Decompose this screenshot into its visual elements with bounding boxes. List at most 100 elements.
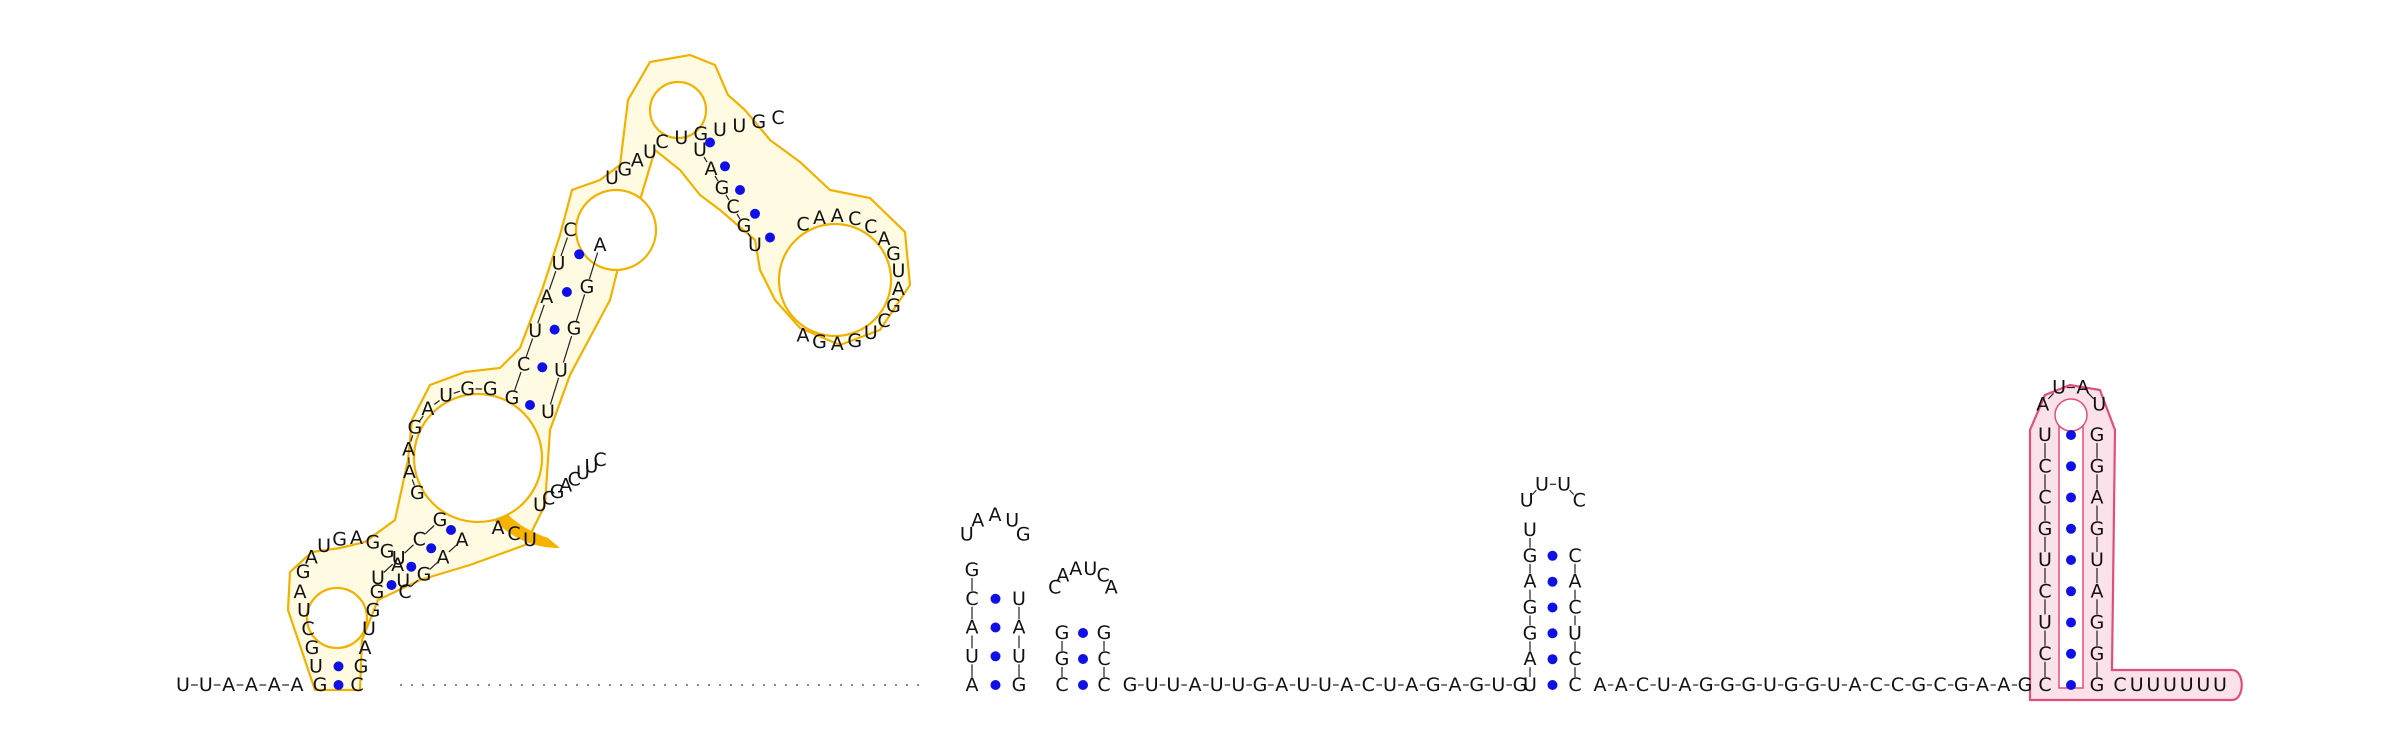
base-pair-dot xyxy=(386,580,397,590)
trailer-nt: U xyxy=(2146,674,2160,696)
domain-1-internal-loop xyxy=(574,188,658,272)
stem3-right-nt: A xyxy=(456,529,469,551)
stem1-left-nt: C xyxy=(301,618,314,640)
backbone-link xyxy=(2087,392,2095,400)
tail-sequence-nt: A xyxy=(1849,674,1862,696)
tail-sequence-nt: U xyxy=(1657,674,1671,696)
tail-sequence-nt: G xyxy=(2018,674,2033,696)
strand-b-nt: U xyxy=(643,141,657,163)
stem-right-5-nt: U xyxy=(732,115,746,137)
stem-right-3-nt: C xyxy=(726,196,739,218)
mid-sequence-nt: G xyxy=(1513,674,1528,696)
loop-right-nt: C xyxy=(796,214,809,236)
tail-sequence-nt: G xyxy=(1954,674,1969,696)
backbone-link xyxy=(714,175,719,182)
stem-right-3-nt: G xyxy=(715,177,730,199)
backbone-link xyxy=(548,271,557,290)
stem1-left-nt: U xyxy=(309,655,323,677)
stem4-right-nt: A xyxy=(594,234,607,256)
strand-c-nt: A xyxy=(559,475,572,497)
stem1-right-nt: A xyxy=(359,637,372,659)
stem3-left-nt: U xyxy=(371,567,385,589)
backbone-link xyxy=(747,232,752,239)
base-pair-dot xyxy=(705,137,715,148)
base-pair-dot xyxy=(990,680,1001,690)
loop-right-nt: C xyxy=(877,310,890,332)
hairpin2-loop-nt: A xyxy=(1069,558,1082,580)
base-pair-dot xyxy=(537,362,548,373)
stem3-right-nt: A xyxy=(437,546,450,568)
tail-sequence-nt: U xyxy=(1763,674,1777,696)
terminator-inner xyxy=(2058,419,2084,689)
base-pair-dot xyxy=(1547,602,1558,613)
hairpin3-left-nt: U xyxy=(1523,519,1537,541)
stem4-left-nt: U xyxy=(551,253,565,275)
leader-nt: A xyxy=(291,674,304,696)
backbone-link xyxy=(448,544,457,553)
backbone-link xyxy=(433,400,440,405)
base-pair-dot xyxy=(1547,550,1558,561)
stem1-right-nt: G xyxy=(354,655,369,677)
hairpin1-left-nt: A xyxy=(966,674,979,696)
tail-sequence-nt: C xyxy=(1933,674,1946,696)
stem-right-5-nt: C xyxy=(771,107,784,129)
backbone-link xyxy=(383,563,394,573)
loop-right-nt: A xyxy=(831,205,844,227)
loop-right-nt: G xyxy=(886,243,901,265)
hairpin1-right-nt: U xyxy=(1012,588,1026,610)
strand-a-nt: G xyxy=(366,531,381,553)
hairpin1-right-nt: U xyxy=(1012,645,1026,667)
mid-sequence-nt: U xyxy=(1491,674,1505,696)
domain-1-large-loop xyxy=(412,392,544,524)
strand-a-nt: G xyxy=(296,561,311,583)
tail-sequence-nt: G xyxy=(1784,674,1799,696)
tail-sequence-nt: C xyxy=(1870,674,1883,696)
base-pair-dot xyxy=(574,249,585,260)
stem3-left-nt: U xyxy=(392,548,406,570)
stem3-right-nt: G xyxy=(417,564,432,586)
backbone-link xyxy=(404,544,414,554)
loop-top-nt: G xyxy=(408,417,423,439)
leader-nt: A xyxy=(222,674,235,696)
terminator-left-nt: C xyxy=(2038,580,2051,602)
tail-sequence-nt: A xyxy=(1976,674,1989,696)
terminator-left-nt: U xyxy=(2038,549,2052,571)
mid-sequence-nt: U xyxy=(1231,674,1245,696)
stem1-right-nt: G xyxy=(366,600,381,622)
hairpin1-loop-nt: A xyxy=(971,509,984,531)
base-pair-dot xyxy=(2066,648,2076,659)
stem1-left-nt: A xyxy=(294,581,307,603)
base-pair-dot xyxy=(990,651,1001,662)
base-pair-dot xyxy=(446,525,456,535)
trailer-nt: U xyxy=(2213,674,2227,696)
strand-a-nt: A xyxy=(350,527,363,549)
terminator-right-nt: U xyxy=(2090,549,2104,571)
terminator-right-nt: G xyxy=(2090,424,2105,446)
hairpin2-loop-nt: A xyxy=(1105,577,1118,599)
hairpin3-left-nt: G xyxy=(1523,597,1538,619)
backbone-link xyxy=(703,156,708,163)
base-pair-dot xyxy=(1078,628,1088,638)
backbone-link xyxy=(2047,392,2055,400)
strand-a-nt: G xyxy=(332,529,347,551)
stem4-left-nt: C xyxy=(517,353,530,375)
base-pair-dot xyxy=(406,561,417,572)
stem1-right-nt: C xyxy=(350,674,363,696)
highlight-nt: A xyxy=(492,517,505,539)
backbone-link xyxy=(525,338,534,357)
backbone-link xyxy=(410,579,419,588)
stem4-left-nt: C xyxy=(563,219,576,241)
hairpin2-left-nt: G xyxy=(1055,648,1070,670)
mid-sequence-nt: U xyxy=(1145,674,1159,696)
hairpin3-right-nt: C xyxy=(1568,648,1581,670)
base-pair-dot xyxy=(2066,523,2076,534)
loop-top-nt: A xyxy=(421,398,434,420)
strand-c-nt: U xyxy=(576,462,590,484)
hairpin2-loop-nt: U xyxy=(1083,558,1097,580)
backbone-link xyxy=(419,415,424,422)
backbone-link xyxy=(549,377,560,405)
tail-sequence-nt: A xyxy=(1615,674,1628,696)
stem1-left-nt: U xyxy=(297,600,311,622)
stem4-right-nt: U xyxy=(554,359,568,381)
